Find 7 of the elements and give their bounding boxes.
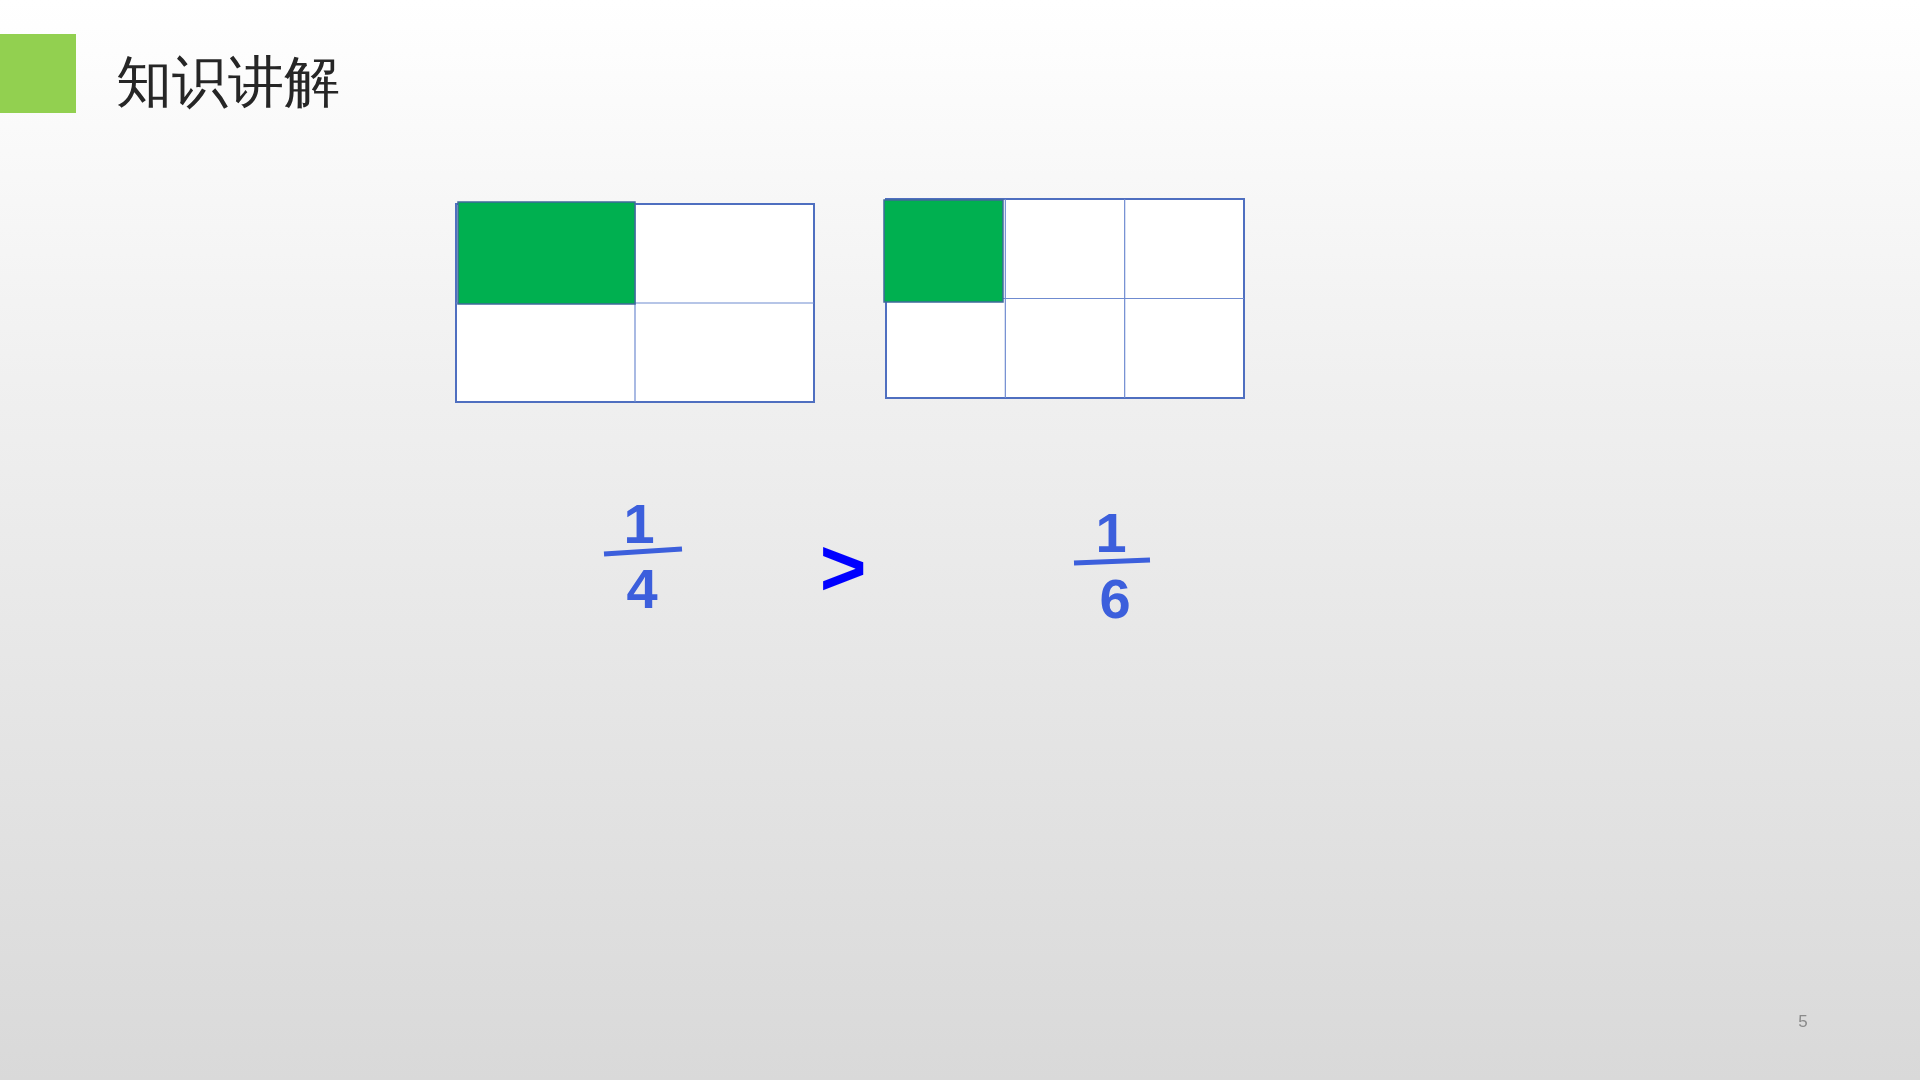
comparison-sign: > bbox=[819, 528, 867, 608]
numerator: 1 bbox=[1095, 505, 1127, 561]
denominator: 4 bbox=[626, 561, 658, 617]
page-number: 5 bbox=[1798, 1013, 1808, 1030]
denominator: 6 bbox=[1099, 571, 1131, 627]
slide-title: 知识讲解 bbox=[116, 54, 340, 110]
numerator: 1 bbox=[623, 496, 655, 552]
